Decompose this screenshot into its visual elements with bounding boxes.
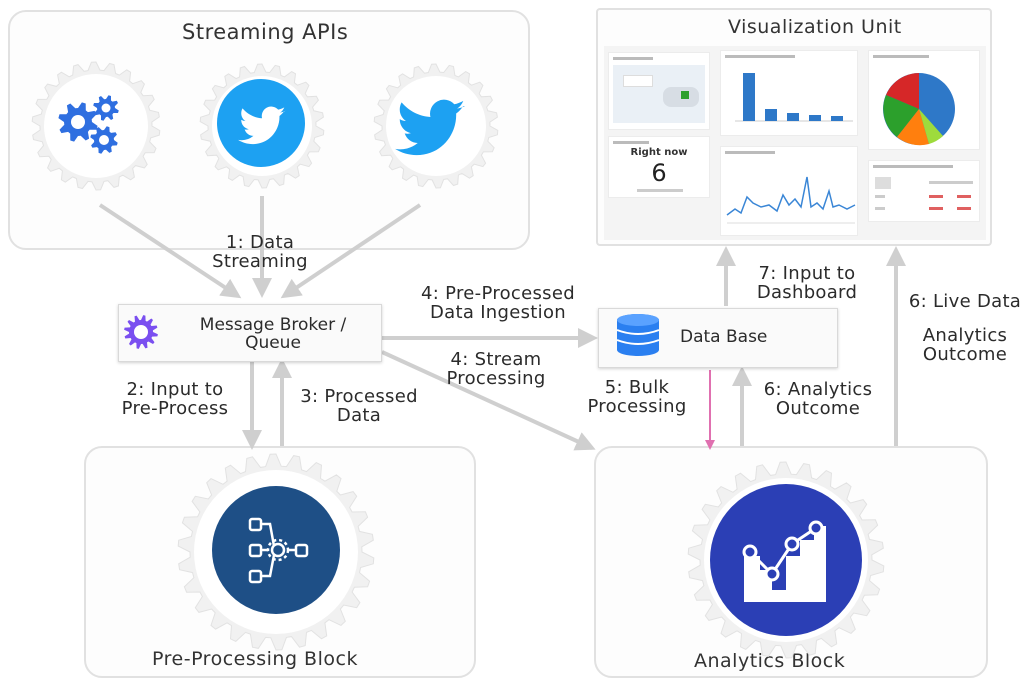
flow-5-line2: Processing xyxy=(587,396,687,417)
flow-label-stream-processing: 4: Stream Processing xyxy=(436,350,556,388)
flow-label-data-streaming: 1: Data Streaming xyxy=(200,233,320,271)
right-now-label: Right now xyxy=(630,147,688,158)
flow-6a-line2: Outcome xyxy=(775,398,861,419)
dashboard-rightnow-widget: Right now 6 xyxy=(608,136,710,198)
visualization-unit-title: Visualization Unit xyxy=(728,16,902,38)
dashboard-pie-chart xyxy=(883,73,955,146)
message-broker-box[interactable] xyxy=(118,304,382,362)
streaming-apis-title: Streaming APIs xyxy=(182,20,349,44)
flow-label-analytics-outcome: 6: Analytics Outcome xyxy=(748,380,888,418)
arrow-broker-to-analytics xyxy=(381,350,596,451)
flow-3-line2: Data xyxy=(336,405,382,426)
pipeline-gear-icon xyxy=(212,486,340,614)
twitter-icon xyxy=(217,79,305,167)
message-broker-label-line1: Message Broker / xyxy=(199,315,347,335)
analytics-chart-icon xyxy=(710,484,862,636)
flow-1-line2: Streaming xyxy=(212,251,308,272)
analytics-title: Analytics Block xyxy=(694,650,846,672)
flow-6b-line2: Analytics xyxy=(922,325,1008,346)
flow-5-line1: 5: Bulk xyxy=(604,377,670,398)
flow-4a-line1: 4: Pre-Processed xyxy=(421,283,575,304)
message-broker-label-line2: Queue xyxy=(245,333,301,353)
flow-label-live-analytics: Analytics Outcome xyxy=(900,326,1030,364)
arrow-bird-to-broker xyxy=(280,203,422,299)
dashboard-bar-widget xyxy=(720,50,858,136)
flow-6a-line1: 6: Analytics xyxy=(763,379,873,400)
database-label: Data Base xyxy=(680,327,768,347)
flow-4b-line1: 4: Stream xyxy=(450,349,542,370)
dashboard-pie-widget xyxy=(868,50,980,150)
arrow-gears-to-broker xyxy=(98,203,242,299)
twitter-bird-icon xyxy=(395,99,466,156)
flow-4a-line2: Data Ingestion xyxy=(430,302,566,323)
flow-6b-line3: Outcome xyxy=(922,344,1008,365)
dashboard-map-widget xyxy=(608,52,710,130)
pre-processing-title: Pre-Processing Block xyxy=(152,648,358,670)
message-broker-label: Message Broker / Queue xyxy=(168,316,378,352)
flow-label-processed-data: 3: Processed Data xyxy=(284,387,434,425)
dashboard-bar-chart xyxy=(735,73,853,122)
flow-1-line1: 1: Data xyxy=(225,232,295,253)
flow-4b-line2: Processing xyxy=(446,368,546,389)
flow-label-input-preprocess: 2: Input to Pre-Process xyxy=(100,380,250,418)
flow-7-line1: 7: Input to xyxy=(758,263,856,284)
right-now-value: 6 xyxy=(651,159,667,187)
flow-2-line1: 2: Input to xyxy=(126,379,224,400)
flow-2-line2: Pre-Process xyxy=(121,398,229,419)
flow-3-line1: 3: Processed xyxy=(300,386,418,407)
dashboard-screenshot: Right now 6 xyxy=(604,46,986,240)
gears-icon xyxy=(58,95,119,154)
dashboard-line-widget xyxy=(720,146,858,236)
flow-label-live-data: 6: Live Data xyxy=(908,291,1022,312)
flow-label-bulk-processing: 5: Bulk Processing xyxy=(572,378,702,416)
flow-label-preprocessed-ingestion: 4: Pre-Processed Data Ingestion xyxy=(398,284,598,322)
dashboard-line-chart xyxy=(726,176,856,224)
flow-label-input-dashboard: 7: Input to Dashboard xyxy=(742,264,872,302)
flow-7-line2: Dashboard xyxy=(756,282,858,303)
dashboard-table-widget xyxy=(868,160,980,222)
